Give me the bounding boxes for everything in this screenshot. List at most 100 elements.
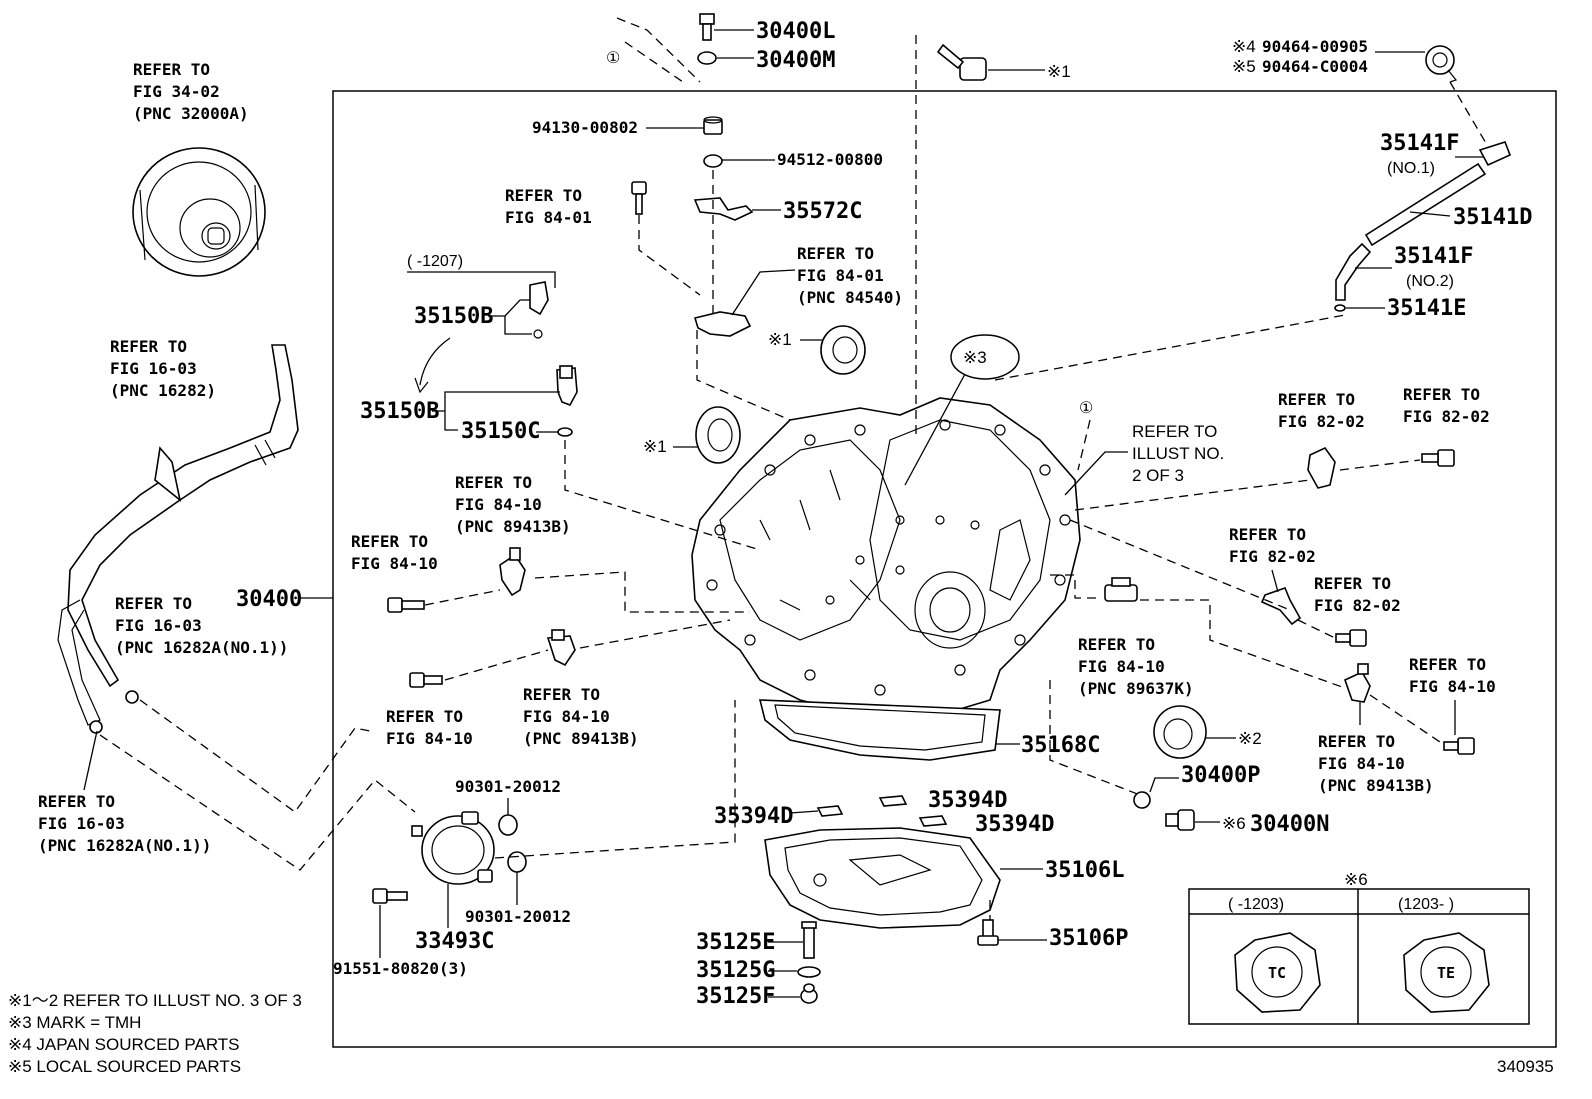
mark4: ※4 <box>1232 37 1256 56</box>
label-35150C: 35150C <box>461 419 540 444</box>
mark-TE: TE <box>1437 964 1455 982</box>
ref-torque-converter: REFER TO FIG 34-02 (PNC 32000A) <box>133 60 249 123</box>
ref-sensor-89637K: REFER TO FIG 84-10 (PNC 89637K) <box>1078 635 1194 698</box>
inset-col1-header: ( -1203) <box>1228 896 1284 913</box>
ref-sensor-89413B-top: REFER TO FIG 84-10 (PNC 89413B) <box>455 473 571 536</box>
mark1-seal-a: ※1 <box>768 330 792 349</box>
label-30400L: 30400L <box>756 19 835 44</box>
label-35141D: 35141D <box>1453 205 1532 230</box>
drain-plug-parts <box>797 921 821 1004</box>
label-35394D-a: 35394D <box>714 804 793 829</box>
clamp-90464 <box>1425 45 1458 83</box>
ref-hose-bottom: REFER TO FIG 16-03 (PNC 16282A(NO.1)) <box>38 792 211 855</box>
bolt-ref-8410-right <box>1443 737 1475 755</box>
bolt-35106P <box>977 919 999 946</box>
sensor-35150B-a <box>529 281 549 339</box>
inset-table <box>1188 888 1530 1025</box>
label-30400M: 30400M <box>756 48 835 73</box>
diagram-number: 340935 <box>1497 1057 1554 1076</box>
nut-94130 <box>703 116 723 135</box>
bolt-91551 <box>372 888 408 904</box>
label-35125F: 35125F <box>696 984 775 1009</box>
label-35141F-1: 35141F <box>1380 131 1459 156</box>
o-ring-35150C <box>557 427 573 437</box>
inset-mark6: ※6 <box>1344 870 1368 889</box>
serial-range: ( -1207) <box>407 253 463 270</box>
label-35572C: 35572C <box>783 199 862 224</box>
ref-8202-d: REFER TO FIG 82-02 <box>1314 574 1401 615</box>
bracket-35572C <box>693 197 754 221</box>
label-90464-b: 90464-C0004 <box>1262 57 1368 76</box>
footnote-3: ※4 JAPAN SOURCED PARTS <box>8 1035 240 1054</box>
sensor-89637K <box>1104 577 1138 602</box>
bolt-ref-8410-left <box>387 597 425 613</box>
mark3-balloon <box>950 334 1020 380</box>
mark-TC: TC <box>1268 964 1286 982</box>
oil-pan <box>764 827 1001 929</box>
footnote-4: ※5 LOCAL SOURCED PARTS <box>8 1057 241 1076</box>
mark1-seal-b: ※1 <box>643 437 667 456</box>
bolt-ref-8401 <box>631 181 647 215</box>
plug-30400L <box>699 13 715 41</box>
label-30400: 30400 <box>236 587 302 612</box>
ref-8202-b: REFER TO FIG 82-02 <box>1403 385 1490 426</box>
mark5: ※5 <box>1232 57 1256 76</box>
label-35125G: 35125G <box>696 958 775 983</box>
o-ring-90301-b <box>507 851 527 873</box>
label-35141E: 35141E <box>1387 296 1466 321</box>
footnote-1: ※1～2 REFER TO ILLUST NO. 3 OF 3 <box>8 991 302 1010</box>
bolt-8202-d <box>1335 629 1367 647</box>
sensor-89413B-top <box>499 547 526 597</box>
ref-bolt-8410-lower: REFER TO FIG 84-10 <box>386 707 473 748</box>
label-94130: 94130-00802 <box>532 118 638 137</box>
o-ring-90301-a <box>498 814 518 836</box>
label-35106P: 35106P <box>1049 926 1128 951</box>
ref-8202-c: REFER TO FIG 82-02 <box>1229 525 1316 566</box>
sensor-89413B-right <box>1344 663 1371 703</box>
label-94512: 94512-00800 <box>777 150 883 169</box>
ref-bolt-8401: REFER TO FIG 84-01 <box>505 186 592 227</box>
note-35141F-1: (NO.1) <box>1387 160 1435 177</box>
ref-bolt-8410-right: REFER TO FIG 84-10 <box>1409 655 1496 696</box>
ref-bolt-8410-left: REFER TO FIG 84-10 <box>351 532 438 573</box>
label-35150B-a: 35150B <box>414 304 493 329</box>
bolt-8202-b <box>1421 449 1455 467</box>
label-90301-b: 90301-20012 <box>465 907 571 926</box>
label-33493C: 33493C <box>415 929 494 954</box>
bolt-mark1-top <box>936 43 987 81</box>
label-35150B-b: 35150B <box>360 399 439 424</box>
oil-pan-gasket <box>758 699 1001 761</box>
transaxle-case <box>691 397 1081 721</box>
ref-illust-2of3: REFER TO ILLUST NO. 2 OF 3 <box>1132 422 1229 485</box>
label-35125E: 35125E <box>696 930 775 955</box>
circle-mark-1-right: ① <box>1079 400 1093 417</box>
sensor-89413B-mid <box>546 629 576 667</box>
oil-cooler-hose <box>57 344 299 734</box>
label-90464-a: 90464-00905 <box>1262 37 1368 56</box>
seal-mark1-b <box>695 406 741 464</box>
ref-bracket-84540: REFER TO FIG 84-01 (PNC 84540) <box>797 244 903 307</box>
mark1-top: ※1 <box>1047 62 1071 81</box>
mark6: ※6 <box>1222 814 1246 833</box>
breather-tube-35141D <box>1334 141 1512 312</box>
plug-30400N <box>1165 809 1195 831</box>
o-ring-30400P <box>1133 791 1151 809</box>
washer-94512 <box>703 154 723 168</box>
oil-cooler-33493C <box>411 811 495 885</box>
footnote-2: ※3 MARK = TMH <box>8 1013 141 1032</box>
sensor-35150B-b <box>556 365 578 406</box>
label-35141F-2: 35141F <box>1394 244 1473 269</box>
label-90301-a: 90301-20012 <box>455 777 561 796</box>
label-30400N: 30400N <box>1250 812 1329 837</box>
ref-sensor-89413B-mid: REFER TO FIG 84-10 (PNC 89413B) <box>523 685 639 748</box>
mark3: ※3 <box>963 348 987 367</box>
label-91551: 91551-80820(3) <box>333 959 468 978</box>
note-35141F-2: (NO.2) <box>1406 273 1454 290</box>
label-30400P: 30400P <box>1181 763 1260 788</box>
washer-30400M <box>697 51 717 65</box>
bolt-ref-8410-lower <box>409 672 443 688</box>
magnet-35394D <box>816 795 948 827</box>
bracket-8202-a <box>1307 446 1336 489</box>
label-35168C: 35168C <box>1021 733 1100 758</box>
